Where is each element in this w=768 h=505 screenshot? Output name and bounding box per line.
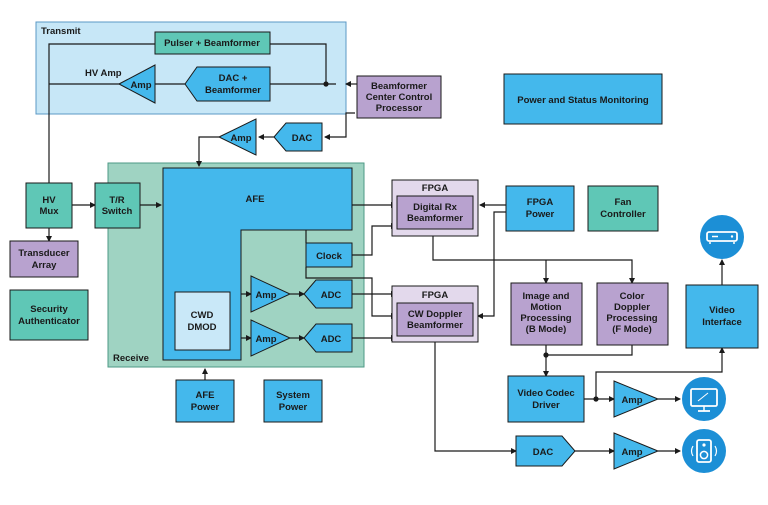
adc2-block: ADC	[303, 323, 353, 353]
svg-text:Power and Status Monitoring: Power and Status Monitoring	[517, 95, 649, 106]
receive-label: Receive	[113, 353, 149, 364]
svg-text:Amp: Amp	[621, 395, 642, 406]
pulser-beamformer-block: Pulser + Beamformer	[154, 31, 271, 55]
amp2-block: Amp	[250, 319, 292, 357]
hv-amp-label: HV Amp	[85, 68, 122, 79]
video-recorder-icon	[700, 215, 744, 259]
svg-text:ADC: ADC	[321, 290, 342, 301]
svg-text:Amp: Amp	[130, 80, 151, 91]
connections	[46, 43, 725, 454]
tx-dac-beamformer-block: DAC +Beamformer	[184, 66, 271, 102]
svg-text:Amp: Amp	[621, 447, 642, 458]
amp-top-block: Amp	[217, 118, 257, 156]
afe-label: AFE	[246, 194, 265, 205]
svg-text:DAC +Beamformer: DAC +Beamformer	[205, 73, 261, 96]
svg-text:DAC: DAC	[533, 447, 554, 458]
svg-text:Pulser + Beamformer: Pulser + Beamformer	[164, 38, 260, 49]
svg-text:DAC: DAC	[292, 133, 313, 144]
amp-bottom-block: Amp	[613, 432, 660, 470]
clock-block: Clock	[305, 242, 353, 268]
svg-text:Amp: Amp	[255, 334, 276, 345]
adc1-block: ADC	[303, 279, 353, 309]
svg-text:Amp: Amp	[255, 290, 276, 301]
amp1-block: Amp	[250, 275, 292, 313]
transmit-label: Transmit	[41, 26, 81, 37]
svg-text:ADC: ADC	[321, 334, 342, 345]
svg-text:FPGA: FPGA	[422, 183, 449, 194]
speaker-icon	[682, 429, 726, 473]
power-status-monitoring-block: Power and Status Monitoring	[503, 73, 663, 125]
svg-text:FPGA: FPGA	[422, 290, 449, 301]
tx-amp-block: Amp	[117, 64, 156, 104]
monitor-icon	[682, 377, 726, 421]
dac-top-block: DAC	[273, 122, 323, 152]
dac-bottom-block: DAC	[515, 435, 576, 467]
svg-text:Clock: Clock	[316, 251, 343, 262]
svg-text:Amp: Amp	[230, 133, 251, 144]
amp-video-block: Amp	[613, 380, 660, 418]
